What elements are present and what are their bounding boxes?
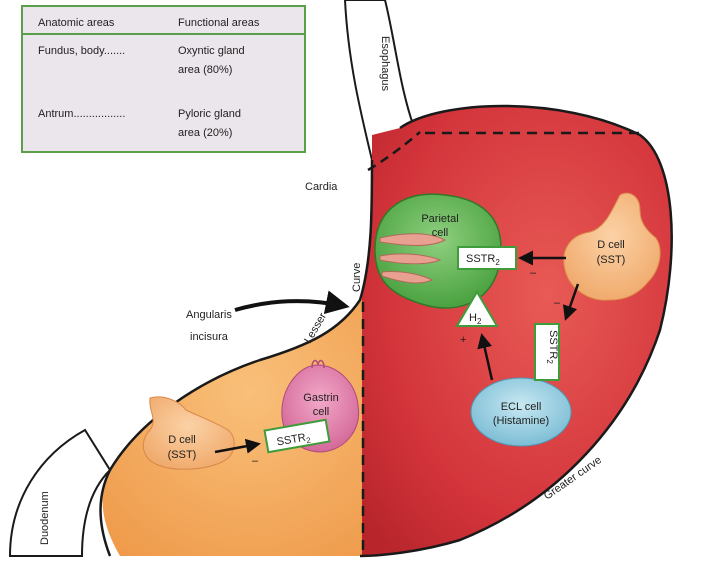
ecl-label-line2: (Histamine) (493, 415, 549, 427)
svg-text:SSTR2: SSTR2 (466, 253, 500, 267)
h2-receptor: H2 (455, 290, 499, 327)
table-row1-functional-line2: area (80%) (178, 64, 232, 76)
canaliculus-lower (381, 271, 434, 284)
table-row1-functional-line1: Oxyntic gland (178, 45, 245, 57)
esophagus-label: Esophagus (379, 36, 391, 92)
sign-minus-ecl: – (554, 297, 561, 309)
d-cell-top-label-line2: (SST) (597, 254, 626, 266)
sstr2-receptor-parietal: SSTR2 (457, 246, 517, 270)
gastrin-microvilli (311, 359, 325, 369)
canaliculus-upper (379, 233, 447, 246)
parietal-label-line1: Parietal (421, 213, 458, 225)
ecl-label-line1: ECL cell (501, 401, 542, 413)
table-header-functional: Functional areas (178, 17, 260, 29)
sign-minus-gastrin: – (252, 455, 259, 467)
stomach-outline (359, 104, 673, 558)
cardia-dashed-line (367, 131, 421, 172)
arrow-angularis-pointer (234, 290, 350, 315)
curve-label: Curve (351, 263, 363, 292)
svg-text:H2: H2 (469, 312, 482, 326)
arrow-ecl-to-h2 (477, 333, 494, 381)
sstr2-receptor-gastrin: SSTR2 (263, 418, 331, 454)
gastrin-label-line2: cell (313, 406, 330, 418)
duodenum-label: Duodenum (39, 491, 51, 545)
table-background (21, 5, 306, 153)
canaliculus-middle (379, 253, 442, 265)
table-row2-anatomic: Antrum................. (38, 108, 125, 120)
d-cell-bottom-label-line1: D cell (168, 434, 196, 446)
table-row2-functional-line2: area (20%) (178, 127, 232, 139)
duodenum-tube (8, 428, 112, 557)
svg-text:SSTR2: SSTR2 (276, 431, 312, 451)
d-cell-bottom: D cell (SST) (142, 396, 235, 470)
cardia-label: Cardia (305, 181, 338, 193)
d-cell-bottom-label-line2: (SST) (168, 449, 197, 461)
sign-plus-h2: + (460, 334, 466, 346)
angularis-label-line2: incisura (190, 331, 229, 343)
d-cell-top-label-line1: D cell (597, 239, 625, 251)
d-cell-top: D cell (SST) (563, 192, 661, 301)
table-header-anatomic: Anatomic areas (38, 17, 115, 29)
arrow-dcell-to-gastrin (214, 438, 261, 454)
parietal-label-line2: cell (432, 227, 449, 239)
parietal-cell: Parietal cell (374, 193, 502, 309)
table-row1-anatomic: Fundus, body....... (38, 45, 125, 57)
arrow-dcell-to-ecl (562, 283, 580, 321)
lesser-curve-outline (99, 159, 374, 557)
angularis-label-line1: Angularis (186, 309, 232, 321)
sign-minus-parietal: – (530, 267, 537, 279)
table-row2-functional-line1: Pyloric gland (178, 108, 241, 120)
ecl-cell: ECL cell (Histamine) (470, 377, 572, 447)
sstr2-receptor-ecl: SSTR2 (534, 323, 560, 381)
gastrin-label-line1: Gastrin (303, 392, 338, 404)
areas-table: Anatomic areas Functional areas Fundus, … (21, 5, 306, 153)
svg-text:SSTR2: SSTR2 (545, 330, 559, 364)
fundus-body-region (360, 105, 672, 556)
